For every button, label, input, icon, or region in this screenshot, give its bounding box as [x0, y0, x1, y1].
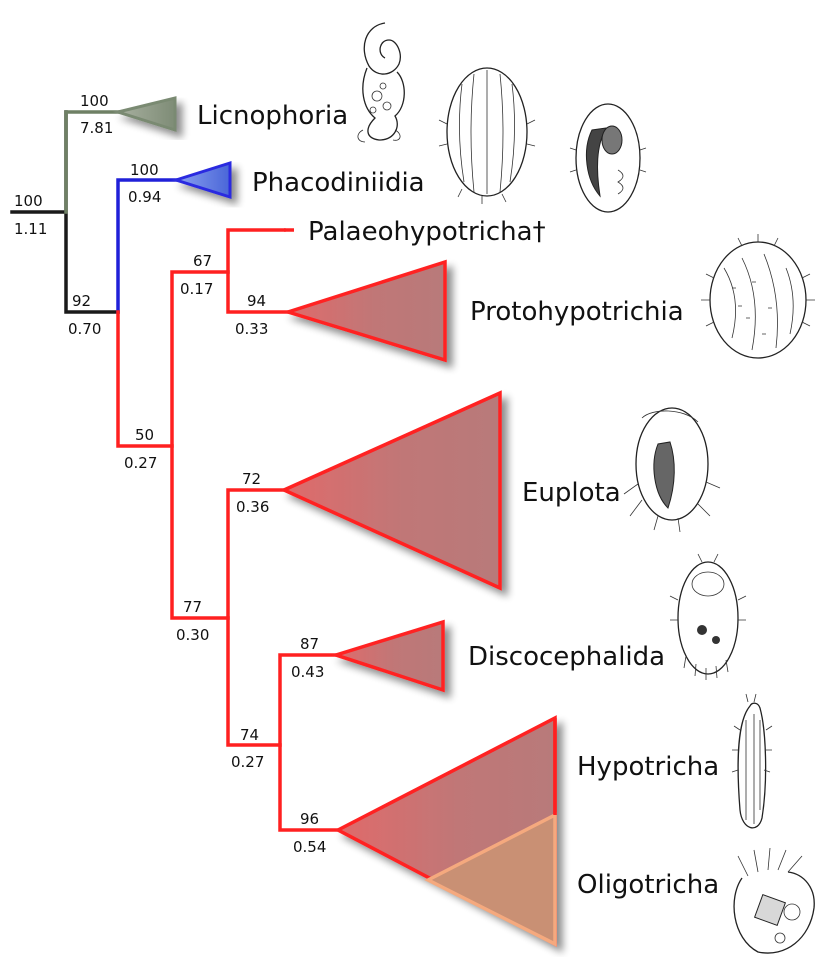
discocephalida-pp: 0.43	[291, 663, 324, 681]
n92-pp: 0.70	[68, 320, 101, 338]
euplota-drawing	[624, 408, 720, 532]
hypo-oligo-pp: 0.54	[293, 838, 326, 856]
discocephalida-support: 87	[300, 635, 319, 653]
n77-branches	[228, 490, 284, 745]
n67-pp: 0.17	[180, 280, 213, 298]
protohypotrichia-drawing	[570, 104, 646, 212]
n74-branches	[280, 655, 338, 830]
discocephalida-drawing	[670, 554, 746, 680]
label-protohypotrichia: Protohypotrichia	[470, 297, 684, 327]
phacodiniidia-pp: 0.94	[128, 188, 161, 206]
n50-pp: 0.27	[124, 454, 157, 472]
label-discocephalida: Discocephalida	[468, 642, 665, 672]
licnophoria-support: 100	[80, 92, 109, 110]
label-palaeohypotricha: Palaeohypotricha†	[308, 217, 546, 247]
label-hypotricha: Hypotricha	[577, 752, 719, 782]
discocephalida-triangle	[336, 622, 443, 690]
hypotricha-drawing	[732, 694, 772, 828]
n77-pp: 0.30	[176, 626, 209, 644]
label-euplota: Euplota	[522, 478, 621, 508]
euplota-support: 72	[242, 470, 261, 488]
euplota-pp: 0.36	[236, 498, 269, 516]
licnophoria-drawing	[358, 23, 404, 142]
oligotricha-drawing	[734, 848, 814, 953]
hypo-oligo-support: 96	[300, 810, 319, 828]
n92-support: 92	[72, 292, 91, 310]
label-phacodiniidia: Phacodiniidia	[252, 168, 425, 198]
phacodiniidia-drawing	[439, 68, 535, 204]
n74-pp: 0.27	[231, 753, 264, 771]
protohypotrichia-pp: 0.33	[235, 320, 268, 338]
protohypotrichia-side-drawing	[701, 234, 815, 358]
euplota-triangle	[284, 393, 500, 588]
licnophoria-triangle	[118, 98, 175, 130]
phacodiniidia-triangle	[176, 163, 230, 197]
n77-support: 77	[183, 598, 202, 616]
root-support: 100	[14, 192, 43, 210]
protohypotrichia-support: 94	[247, 292, 266, 310]
n74-support: 74	[240, 726, 259, 744]
root-pp: 1.11	[14, 220, 47, 238]
label-licnophoria: Licnophoria	[197, 101, 348, 131]
n50-branches	[172, 272, 228, 618]
n50-support: 50	[135, 426, 154, 444]
phacodiniidia-support: 100	[130, 161, 159, 179]
n67-support: 67	[193, 252, 212, 270]
label-oligotricha: Oligotricha	[577, 870, 719, 900]
protohypotrichia-triangle	[288, 262, 445, 360]
tree-branches	[12, 112, 338, 830]
licnophoria-pp: 7.81	[80, 119, 113, 137]
